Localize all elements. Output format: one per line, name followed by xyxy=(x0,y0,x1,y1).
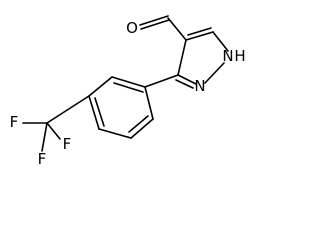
bond-c3-c4 xyxy=(177,39,187,76)
bond-ph-4 xyxy=(98,128,132,139)
bond-cho-c4 xyxy=(167,17,187,41)
atom-label-hydrogen-nh: H xyxy=(234,47,245,65)
bond-c-f3 xyxy=(41,122,48,152)
bond-ph-5-double xyxy=(128,115,149,133)
atom-label-fluorine-2: F xyxy=(63,135,72,153)
bond-c4-c5-single xyxy=(185,31,214,41)
chemical-structure-diagram: O N H N F F F xyxy=(10,15,246,168)
atom-label-oxygen: O xyxy=(126,19,138,37)
atom-label-nitrogen-pyridine: N xyxy=(194,77,205,95)
bond-ph-1 xyxy=(111,76,146,88)
bond-ph-3 xyxy=(88,95,100,130)
atom-label-nitrogen-nh: N xyxy=(222,47,233,65)
bond-c3-phenyl xyxy=(144,74,179,88)
bond-c-f2 xyxy=(46,122,61,140)
bond-c5-n1 xyxy=(212,31,229,52)
atom-label-fluorine-1: F xyxy=(10,113,19,131)
bond-ph-5 xyxy=(130,118,154,139)
bond-co-double-outer xyxy=(139,15,169,26)
bond-co-double-inner xyxy=(140,19,170,30)
bond-ph-1-double xyxy=(113,82,144,93)
bond-ph-6 xyxy=(144,86,154,120)
bond-c3-n2-double xyxy=(175,79,194,89)
bond-c4-c5-double xyxy=(187,27,212,36)
bond-ph-cf3 xyxy=(46,95,90,124)
bond-ph-3-double xyxy=(94,97,105,127)
bond-n1-n2 xyxy=(204,62,225,84)
bond-ph-2 xyxy=(88,76,113,97)
bond-n2-c3 xyxy=(177,74,197,85)
atom-label-fluorine-3: F xyxy=(38,150,47,168)
